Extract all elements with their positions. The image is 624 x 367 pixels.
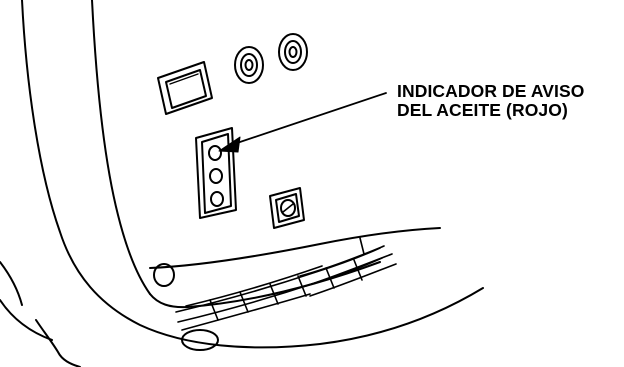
oil-warning-indicator-callout: INDICADOR DE AVISO DEL ACEITE (ROJO): [397, 82, 585, 120]
callout-line-1: INDICADOR DE AVISO: [397, 81, 585, 101]
callout-line-2: DEL ACEITE (ROJO): [397, 100, 568, 120]
bottom-foot: [181, 329, 219, 351]
ventilation-grille: [175, 237, 397, 331]
indicator-lamp-icon: [210, 191, 224, 207]
indicator-lamp-icon: [209, 168, 223, 184]
rocker-switch-icon: [157, 61, 213, 115]
callout-leader: [218, 92, 387, 153]
screw-terminal-icon: [269, 187, 305, 229]
cabinet-body: [0, 0, 484, 367]
round-connector-icon: [234, 46, 264, 84]
panel-foot: [153, 263, 175, 287]
indicator-panel: [195, 127, 237, 219]
round-connector-icon: [278, 33, 308, 71]
indicator-lamp-icon: [208, 145, 222, 161]
